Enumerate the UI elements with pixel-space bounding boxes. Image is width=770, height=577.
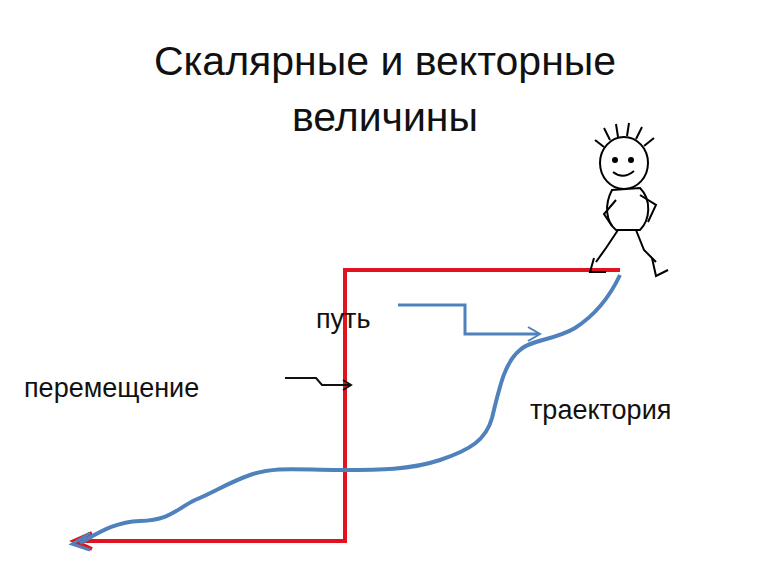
displacement-label: перемещение [24, 372, 199, 404]
trajectory-label: траектория [530, 394, 671, 426]
path-leader-head [528, 327, 540, 341]
trajectory-arrowhead [72, 533, 90, 550]
slide-title: Скалярные и векторные величины [105, 33, 665, 145]
path-label: путь [316, 303, 371, 335]
walking-boy [590, 123, 668, 276]
displacement-leader-head [343, 380, 351, 390]
displacement-leader [285, 378, 350, 385]
path-leader [398, 305, 538, 334]
